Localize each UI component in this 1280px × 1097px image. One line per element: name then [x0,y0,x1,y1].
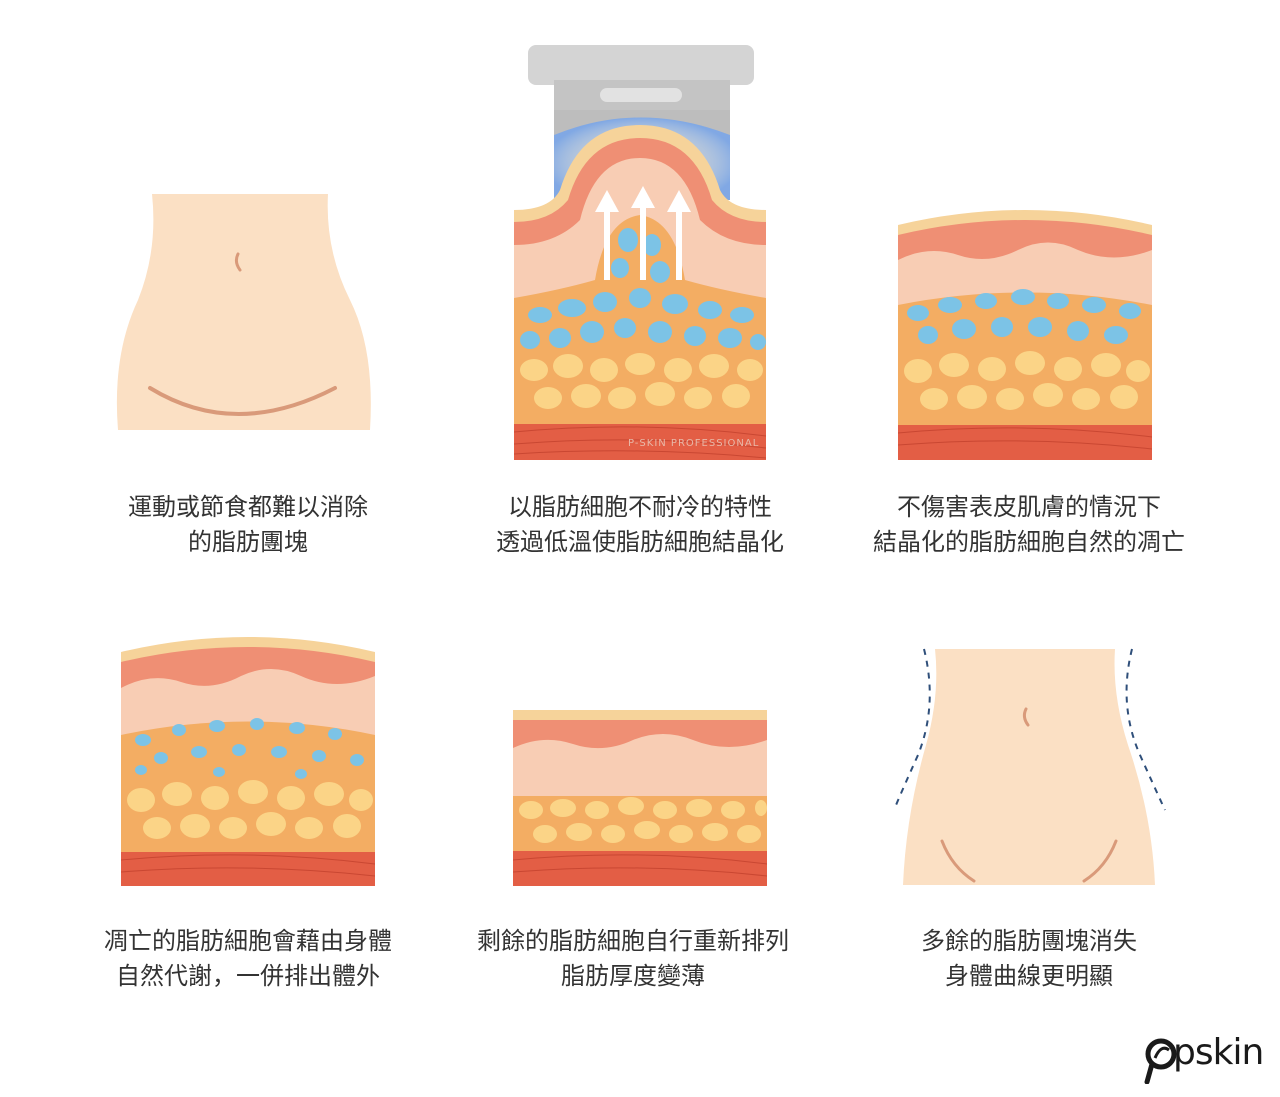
crystallized-illustration [898,210,1152,460]
caption-step-1: 運動或節食都難以消除 的脂肪團塊 [48,490,448,560]
panel-applicator-cooling [510,40,770,465]
caption-line-1: 凋亡的脂肪細胞會藉由身體 [104,927,392,955]
caption-step-2: 以脂肪細胞不耐冷的特性 透過低溫使脂肪細胞結晶化 [440,490,840,560]
caption-step-4: 凋亡的脂肪細胞會藉由身體 自然代謝，一併排出體外 [48,924,448,994]
navel-icon [234,252,242,272]
applicator-illustration [514,45,766,460]
pskin-logo-icon [1144,1038,1177,1084]
caption-line-2: 自然代謝，一併排出體外 [116,962,380,990]
caption-line-2: 結晶化的脂肪細胞自然的凋亡 [873,528,1185,556]
navel-icon [1022,707,1030,727]
caption-line-2: 身體曲線更明顯 [945,962,1113,990]
watermark-text: P-SKIN PROFESSIONAL [628,438,760,449]
body-contour-right-icon [1125,648,1166,811]
caption-line-1: 剩餘的脂肪細胞自行重新排列 [477,927,789,955]
panel-thinner-fat [513,710,767,886]
caption-step-3: 不傷害表皮肌膚的情況下 結晶化的脂肪細胞自然的凋亡 [829,490,1229,560]
pskin-logo-text: pskin [1173,1032,1264,1073]
body-contour-left-icon [893,648,931,811]
panel-crystallized [898,205,1152,460]
thinner-fat-illustration [513,710,767,886]
applicator-icon [528,45,754,85]
caption-line-2: 透過低溫使脂肪細胞結晶化 [496,528,784,556]
caption-line-1: 以脂肪細胞不耐冷的特性 [508,493,772,521]
caption-step-6: 多餘的脂肪團塊消失 身體曲線更明顯 [829,924,1229,994]
panel-belly-before [110,190,380,435]
belly-before-illustration [116,194,371,430]
apoptosis-illustration [121,637,375,886]
caption-line-1: 多餘的脂肪團塊消失 [921,927,1137,955]
caption-line-1: 運動或節食都難以消除 [128,493,368,521]
caption-line-2: 的脂肪團塊 [188,528,308,556]
caption-line-2: 脂肪厚度變薄 [561,962,705,990]
caption-line-1: 不傷害表皮肌膚的情況下 [897,493,1161,521]
panel-belly-after [890,645,1175,890]
heat-extraction-arrows-icon [595,186,691,280]
panel-apoptosis [121,630,375,886]
pskin-logo: pskin [1143,1030,1273,1085]
belly-after-illustration [893,648,1166,885]
watermark: P-SKIN PROFESSIONAL [620,360,770,460]
caption-step-5: 剩餘的脂肪細胞自行重新排列 脂肪厚度變薄 [433,924,833,994]
